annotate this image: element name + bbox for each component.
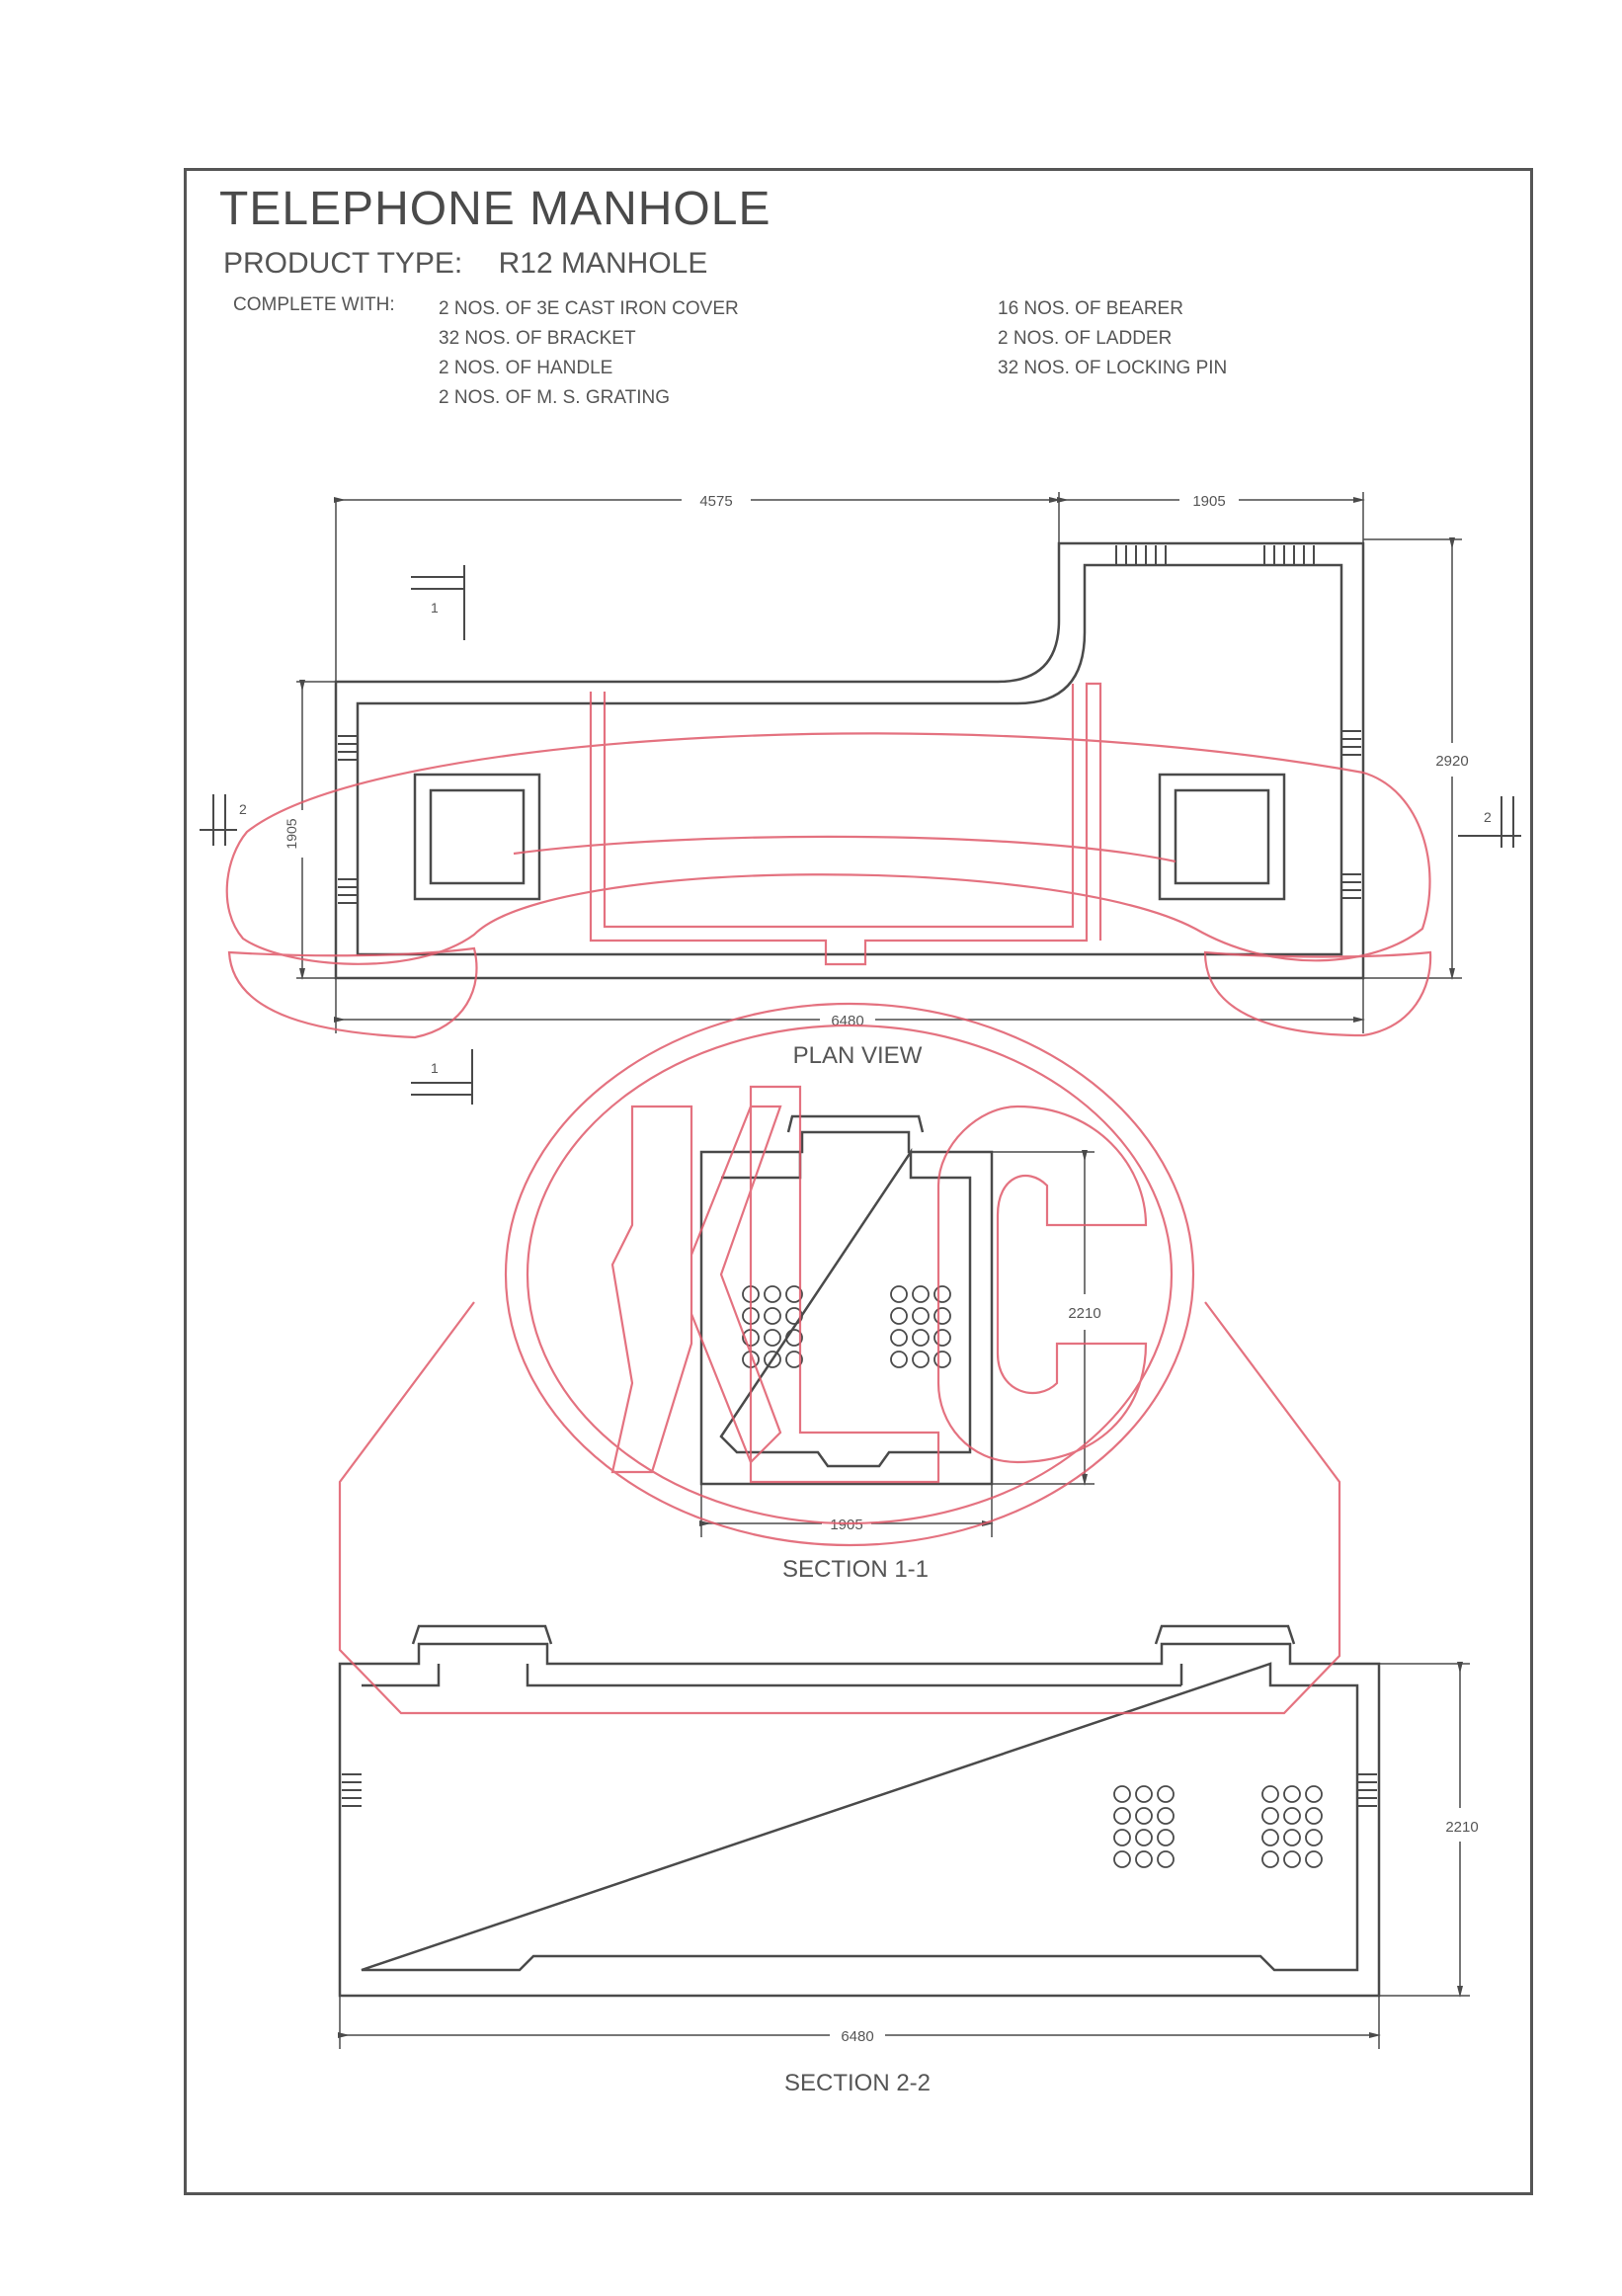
section-marker-1-top-label: 1	[431, 600, 439, 615]
section11-dim-width: 1905	[830, 1517, 862, 1533]
section22-dim-height: 2210	[1445, 1819, 1478, 1836]
plan-outer-outline	[334, 541, 1365, 980]
plan-dim-height: 2920	[1435, 753, 1468, 770]
section22-dimensions	[338, 1662, 1470, 2049]
plan-cover-left-inner	[429, 788, 526, 885]
section-marker-2-left	[200, 794, 237, 846]
section22-brackets-left	[342, 1773, 362, 1807]
section22-pins-right	[1261, 1785, 1323, 1868]
stamp-ellipse-outer	[504, 1002, 1195, 1547]
product-type-label: PRODUCT TYPE:	[223, 247, 463, 280]
item-grating: 2 NOS. OF M. S. GRATING	[439, 387, 671, 408]
item-bearer: 16 NOS. OF BEARER	[998, 298, 1183, 319]
stamp-letter-k	[610, 1105, 693, 1474]
plan-view-label: PLAN VIEW	[793, 1042, 923, 1069]
section22-pins-left	[1113, 1785, 1175, 1868]
product-type-value: R12 MANHOLE	[498, 247, 708, 280]
drawing-title: TELEPHONE MANHOLE	[219, 183, 771, 235]
plan-inner-outline	[356, 563, 1343, 956]
plan-brackets-left	[338, 735, 358, 904]
section-2-2	[338, 1624, 1381, 1998]
section11-label: SECTION 1-1	[782, 1556, 929, 1583]
section-marker-1-bottom	[411, 1049, 473, 1105]
section-marker-2-right-label: 2	[1484, 809, 1492, 825]
plan-dim-width: 6480	[831, 1013, 863, 1029]
company-stamp-watermark	[225, 682, 1432, 1715]
items-list-right: 16 NOS. OF BEARER 2 NOS. OF LADDER 32 NO…	[998, 294, 1227, 383]
drawing-border	[184, 168, 1533, 2195]
section22-inner	[361, 1662, 1359, 1972]
section11-outer	[699, 1130, 994, 1486]
plan-dim-inner: 1905	[284, 818, 299, 849]
section22-outer	[338, 1642, 1381, 1998]
item-handle: 2 NOS. OF HANDLE	[439, 358, 613, 378]
product-type: PRODUCT TYPE: R12 MANHOLE	[223, 247, 707, 281]
section-marker-1-bottom-label: 1	[431, 1060, 439, 1076]
section-marker-2-left-label: 2	[239, 801, 247, 817]
plan-dimensions	[296, 492, 1462, 1033]
plan-brackets-right	[1341, 730, 1361, 899]
item-ladder: 2 NOS. OF LADDER	[998, 328, 1173, 349]
plan-brackets-top	[1115, 545, 1315, 565]
item-bracket: 32 NOS. OF BRACKET	[439, 328, 636, 349]
section11-dimensions	[699, 1150, 1095, 1537]
plan-view	[334, 541, 1365, 980]
plan-dim-left: 4575	[699, 493, 732, 510]
item-cast-iron-cover: 2 NOS. OF 3E CAST IRON COVER	[439, 298, 739, 319]
stamp-handset	[225, 732, 1431, 965]
section11-inner	[719, 1147, 972, 1468]
section22-cover-right	[1154, 1624, 1296, 1645]
section11-cover	[786, 1114, 925, 1133]
stamp-ellipse-inner	[526, 1024, 1174, 1525]
plan-dim-right: 1905	[1192, 493, 1225, 510]
section22-cover-left	[411, 1624, 553, 1645]
stamp-letter-e	[936, 1105, 1148, 1464]
section11-pins-right	[890, 1285, 951, 1368]
stamp-letter-l	[749, 1085, 940, 1484]
section-marker-1-top	[411, 565, 465, 640]
item-locking-pin: 32 NOS. OF LOCKING PIN	[998, 358, 1228, 378]
plan-cover-right-inner	[1174, 788, 1270, 885]
plan-cover-left-outer	[413, 773, 541, 901]
section-1-1	[699, 1114, 994, 1486]
complete-with-label: COMPLETE WITH:	[233, 294, 395, 315]
items-list-left: 2 NOS. OF 3E CAST IRON COVER 32 NOS. OF …	[439, 294, 739, 413]
section22-label: SECTION 2-2	[784, 2070, 931, 2096]
section11-dim-height: 2210	[1068, 1305, 1100, 1322]
stamp-base	[338, 1301, 1341, 1715]
section22-dim-width: 6480	[841, 2028, 873, 2045]
plan-cover-right-outer	[1158, 773, 1286, 901]
section22-brackets-right	[1357, 1773, 1377, 1807]
section-marker-2-right	[1458, 796, 1521, 848]
